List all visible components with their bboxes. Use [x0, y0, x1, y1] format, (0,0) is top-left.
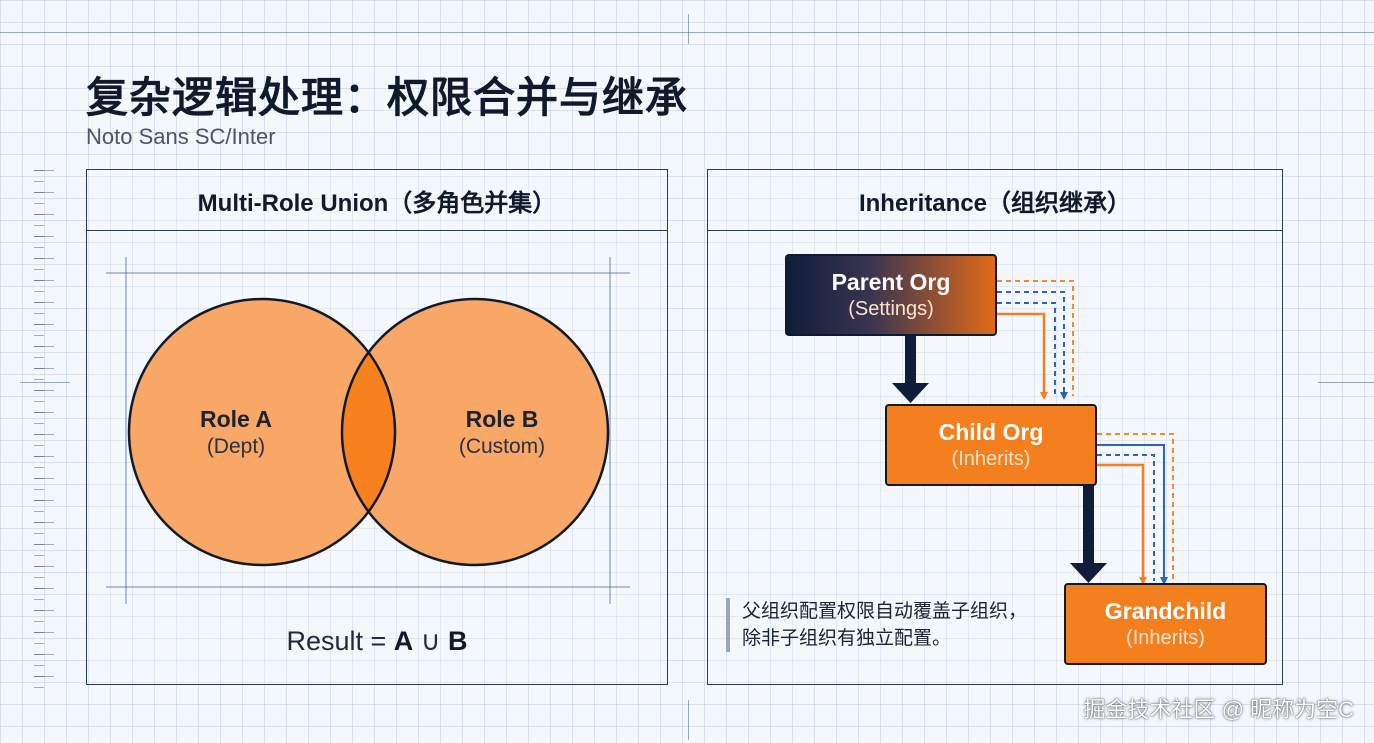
result-a: A	[393, 626, 414, 656]
role-a-outline	[127, 297, 397, 567]
left-ruler	[34, 170, 54, 690]
role-b-sub: (Custom)	[458, 435, 546, 458]
child-to-grandchild-arrow-head	[1070, 563, 1107, 583]
parent-org-node: Parent Org (Settings)	[785, 254, 997, 336]
role-a-label: Role A	[200, 406, 272, 432]
parent-child-dashed-blue	[997, 291, 1068, 400]
child-org-name: Child Org	[938, 419, 1044, 446]
child-grandchild-solid-blue	[1097, 444, 1168, 585]
result-prefix: Result =	[286, 626, 394, 656]
grandchild-org-node: Grandchild (Inherits)	[1064, 583, 1267, 665]
child-grandchild-solid-orange	[1097, 463, 1147, 585]
watermark: 掘金技术社区 @ 昵称为空C	[1083, 697, 1354, 722]
inheritance-note: 父组织配置权限自动覆盖子组织， 除非子组织有独立配置。	[726, 598, 1027, 652]
role-b-label: Role B	[465, 406, 539, 432]
venn-diagram	[106, 257, 630, 604]
child-grandchild-dashed-blue	[1097, 454, 1155, 581]
left-mid-guide	[20, 382, 70, 383]
child-grandchild-dashed-orange	[1097, 433, 1174, 581]
parent-org-sub: (Settings)	[848, 297, 934, 320]
left-ruler-minor	[34, 170, 44, 690]
top-guide-line	[0, 32, 1374, 33]
role-b-circle	[342, 299, 608, 565]
page-subtitle: Noto Sans SC/Inter	[86, 124, 276, 149]
right-mid-guide	[1318, 382, 1374, 383]
parent-child-solid-orange	[997, 312, 1048, 400]
inheritance-panel-title: Inheritance（组织继承）	[708, 170, 1282, 231]
role-b-outline	[340, 297, 610, 567]
note-line-2: 除非子组织有独立配置。	[742, 628, 952, 649]
inheritance-arrows	[892, 280, 1174, 585]
child-org-node: Child Org (Inherits)	[885, 404, 1097, 486]
note-line-1: 父组织配置权限自动覆盖子组织，	[742, 601, 1028, 622]
grandchild-org-sub: (Inherits)	[1126, 626, 1205, 649]
center-top-guide	[688, 14, 689, 44]
role-a-circle	[129, 299, 395, 565]
parent-to-child-arrow-shaft	[905, 335, 916, 385]
union-result: Result = A ∪ B	[88, 626, 666, 657]
child-org-sub: (Inherits)	[951, 447, 1031, 470]
child-to-grandchild-arrow-shaft	[1083, 485, 1094, 565]
parent-org-name: Parent Org	[831, 269, 951, 296]
result-b: B	[448, 626, 468, 656]
page-title: 复杂逻辑处理：权限合并与继承	[86, 74, 689, 121]
parent-child-dashed-blue-2	[997, 302, 1056, 396]
parent-child-dashed-orange	[997, 280, 1074, 396]
center-bottom-guide	[688, 700, 689, 740]
role-a-sub: (Dept)	[206, 435, 266, 458]
grandchild-org-name: Grandchild	[1104, 598, 1227, 625]
parent-to-child-arrow-head	[892, 383, 929, 403]
result-operator: ∪	[413, 626, 449, 656]
union-panel-title: Multi-Role Union（多角色并集）	[87, 170, 667, 231]
